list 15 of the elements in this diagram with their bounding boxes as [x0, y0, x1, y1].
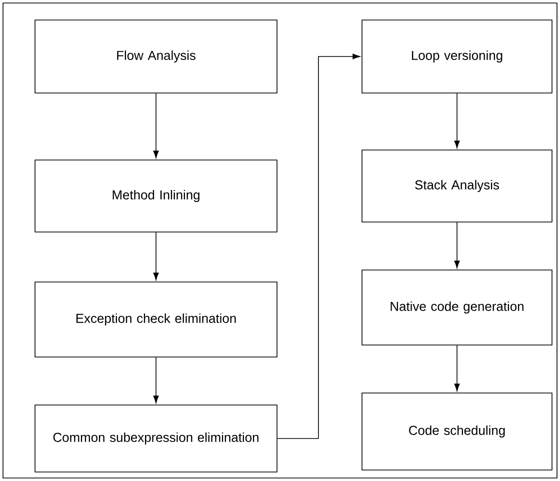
- process-box: Common subexpression elimination: [34, 404, 278, 472]
- process-box: Method Inlining: [34, 160, 278, 232]
- process-box: Stack Analysis: [362, 150, 552, 222]
- process-box: Flow Analysis: [34, 20, 278, 94]
- process-box: Loop versioning: [362, 20, 552, 94]
- arrow: [153, 93, 159, 158]
- process-box: Exception check elimination: [34, 282, 278, 358]
- arrow: [153, 232, 159, 280]
- arrow: [277, 54, 360, 439]
- arrow: [153, 357, 159, 404]
- arrow: [454, 345, 460, 392]
- process-box: Native code generation: [362, 270, 552, 346]
- process-box: Code scheduling: [362, 392, 552, 470]
- arrow: [454, 222, 460, 268]
- arrow: [454, 93, 460, 148]
